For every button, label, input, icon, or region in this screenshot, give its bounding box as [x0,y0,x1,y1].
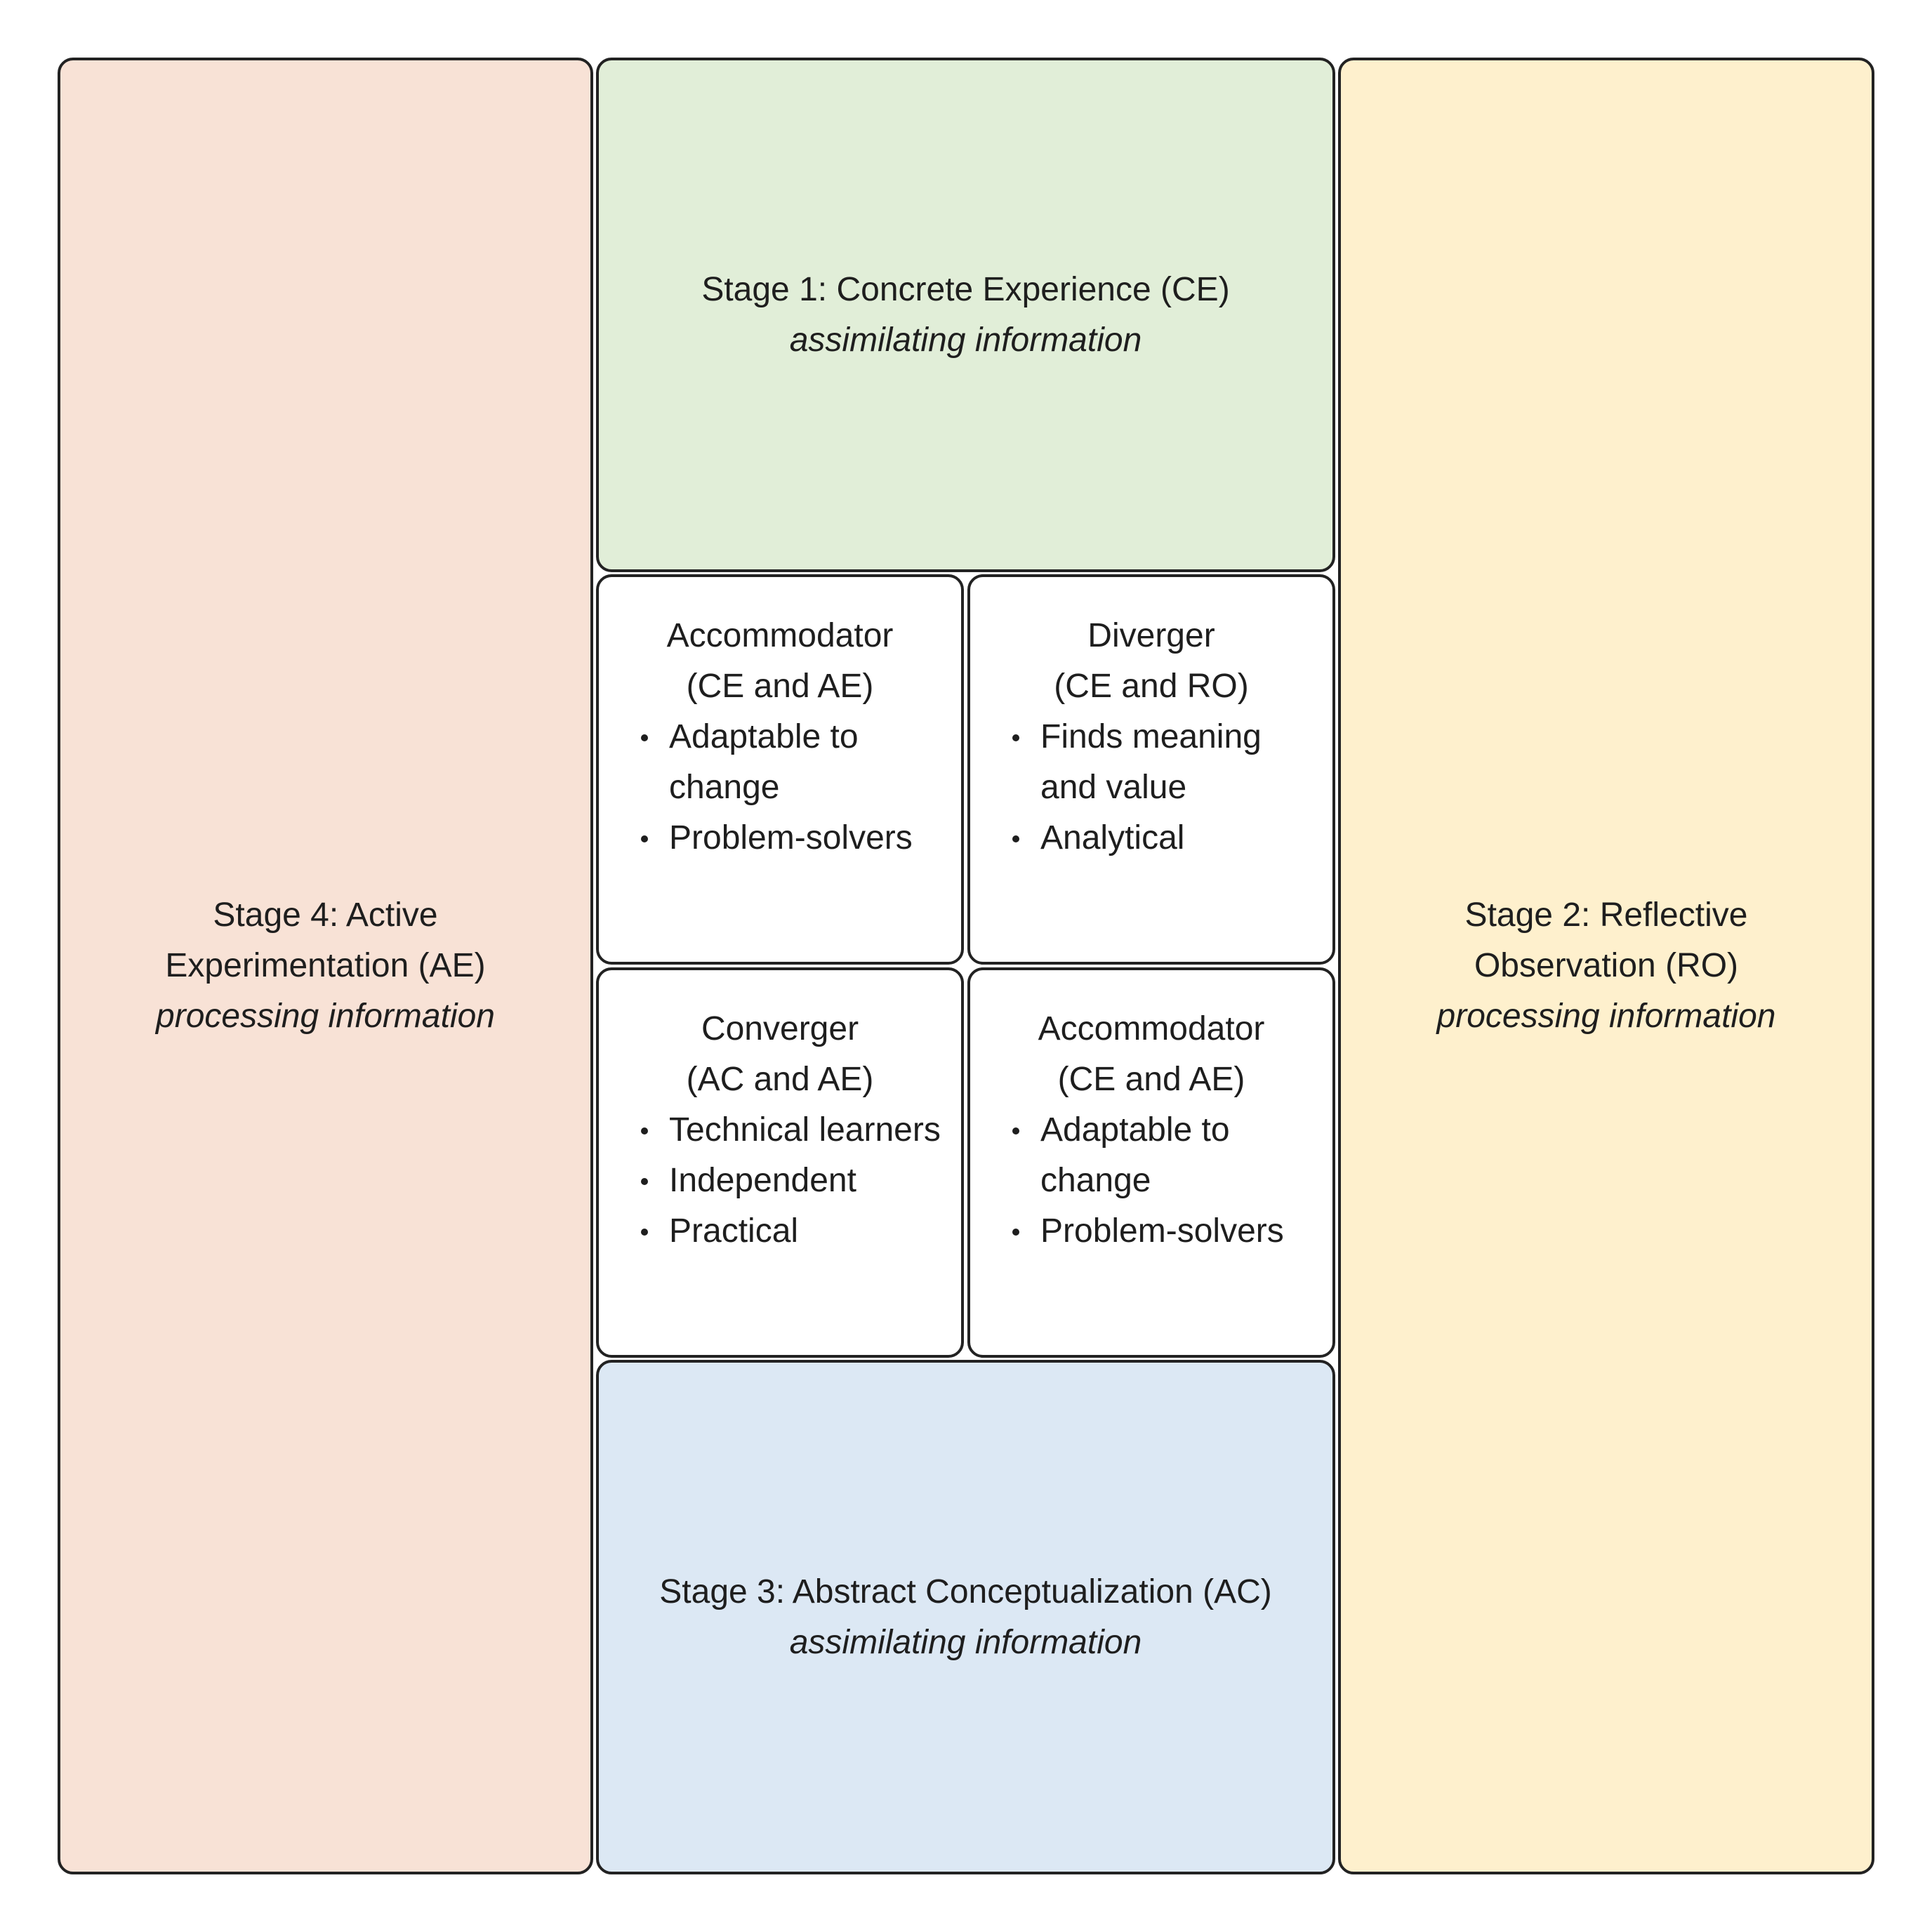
learning-style-cell-diverger: Diverger (CE and RO) Finds meaning and v… [967,574,1335,965]
learning-style-cell-accommodator-bottom: Accommodator (CE and AE) Adaptable to ch… [967,967,1335,1358]
stage1-concrete-experience-panel: Stage 1: Concrete Experience (CE) assimi… [596,58,1335,572]
learning-style-cell-accommodator-top: Accommodator (CE and AE) Adaptable to ch… [596,574,964,965]
stage4-label: Stage 4: Active Experimentation (AE) pro… [129,890,522,1042]
trait-list: Technical learners Independent Practical [633,1105,944,1257]
stage4-subtitle: processing information [156,998,495,1035]
trait-list: Adaptable to change Problem-solvers [633,712,944,864]
stage2-title: Stage 2: Reflective Observation (RO) [1464,896,1748,984]
style-name: Accommodator [1038,1010,1265,1047]
stage1-subtitle: assimilating information [789,321,1142,359]
style-name: Accommodator [666,617,894,654]
style-combo: (CE and RO) [1054,668,1249,705]
style-combo: (AC and AE) [686,1061,874,1098]
stage2-label: Stage 2: Reflective Observation (RO) pro… [1410,890,1803,1042]
stage2-subtitle: processing information [1436,998,1776,1035]
trait-item: Practical [641,1206,944,1257]
stage3-label: Stage 3: Abstract Conceptualization (AC)… [659,1567,1271,1668]
stage2-reflective-observation-panel: Stage 2: Reflective Observation (RO) pro… [1338,58,1874,1874]
stage1-label: Stage 1: Concrete Experience (CE) assimi… [701,265,1229,366]
learning-style-cell-converger: Converger (AC and AE) Technical learners… [596,967,964,1358]
trait-list: Finds meaning and value Analytical [1004,712,1316,864]
style-combo: (CE and AE) [686,668,874,705]
trait-item: Independent [641,1156,944,1206]
style-name: Converger [701,1010,859,1047]
trait-item: Problem-solvers [641,813,944,864]
style-combo: (CE and AE) [1057,1061,1245,1098]
stage3-subtitle: assimilating information [789,1623,1142,1661]
trait-item: Finds meaning and value [1012,712,1316,813]
trait-item: Adaptable to change [1012,1105,1316,1206]
stage3-title: Stage 3: Abstract Conceptualization (AC) [659,1573,1272,1610]
style-name: Diverger [1087,617,1215,654]
trait-list: Adaptable to change Problem-solvers [1004,1105,1316,1257]
stage4-active-experimentation-panel: Stage 4: Active Experimentation (AE) pro… [58,58,593,1874]
trait-item: Problem-solvers [1012,1206,1316,1257]
trait-item: Analytical [1012,813,1316,864]
trait-item: Adaptable to change [641,712,944,813]
trait-item: Technical learners [641,1105,944,1156]
stage3-abstract-conceptualization-panel: Stage 3: Abstract Conceptualization (AC)… [596,1360,1335,1874]
stage1-title: Stage 1: Concrete Experience (CE) [701,270,1230,308]
stage4-title: Stage 4: Active Experimentation (AE) [165,896,486,984]
